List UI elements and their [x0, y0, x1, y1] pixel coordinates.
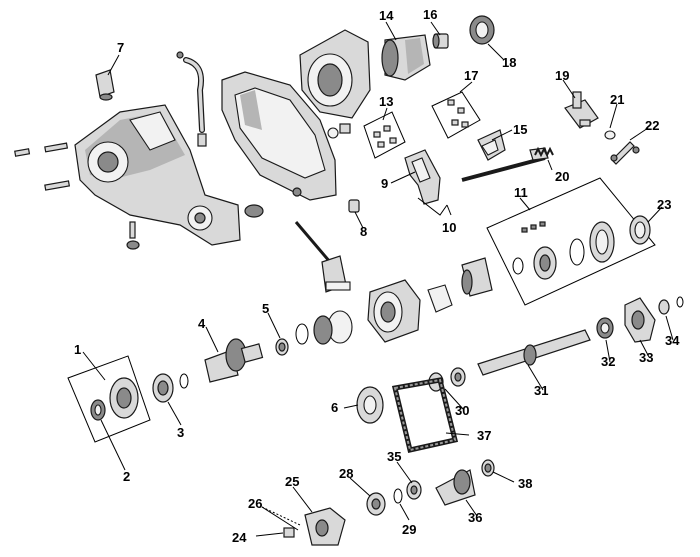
- callout-37: 37: [477, 428, 491, 443]
- part-17-detent-parts: [431, 91, 481, 139]
- part-15-shift-fork: [461, 129, 549, 182]
- front-output-shaft: [435, 469, 476, 506]
- callout-10: 10: [442, 220, 456, 235]
- part-28-bearing: [366, 492, 386, 516]
- part-20-spring: [534, 146, 554, 158]
- callout-11: 11: [514, 185, 528, 200]
- part-24-nut: [283, 527, 295, 538]
- callout-22: 22: [645, 118, 659, 133]
- callout-24: 24: [232, 530, 247, 545]
- callout-28: 28: [339, 466, 353, 481]
- part-23-gear: [629, 215, 651, 245]
- callout-8: 8: [360, 224, 367, 239]
- part-26-washer: [261, 506, 301, 526]
- part-34-washer: [658, 296, 684, 315]
- part-18-seal: [469, 15, 495, 45]
- callout-19: 19: [555, 68, 569, 83]
- oil-pump-assembly: [295, 279, 453, 345]
- callout-31: 31: [534, 383, 548, 398]
- callout-25: 25: [285, 474, 299, 489]
- extension-housing: [299, 29, 371, 119]
- callout-4: 4: [198, 316, 206, 331]
- part-25-yoke: [304, 507, 346, 546]
- callout-23: 23: [657, 197, 671, 212]
- part-9-shift-fork: [404, 149, 441, 205]
- callout-29: 29: [402, 522, 416, 537]
- part-35-bearing: [406, 480, 422, 500]
- shift-sector: [294, 221, 351, 293]
- callout-32: 32: [601, 354, 615, 369]
- case-studs: [14, 142, 140, 250]
- part-30-bearings: [428, 367, 466, 392]
- vent-hose: [176, 51, 207, 147]
- part-3-bearing: [152, 373, 189, 403]
- leader-lines: [82, 21, 674, 537]
- part-14-rear-cover: [381, 34, 431, 81]
- part-8-plug: [348, 199, 360, 213]
- part-31-mainshaft: [477, 329, 591, 376]
- part-33-retainer: [624, 297, 656, 343]
- callout-5: 5: [262, 301, 269, 316]
- part-5-bearing: [275, 338, 289, 356]
- callout-1: 1: [74, 342, 81, 357]
- part-4-input-shaft: [204, 338, 264, 383]
- callout-7: 7: [117, 40, 124, 55]
- callout-6: 6: [331, 400, 338, 415]
- callout-16: 16: [423, 7, 437, 22]
- part-6-sprocket: [356, 386, 384, 424]
- part-37-drive-chain: [391, 377, 459, 453]
- callout-38: 38: [518, 476, 532, 491]
- callout-3: 3: [177, 425, 184, 440]
- part-16-bushing: [432, 33, 449, 49]
- part-29-snap-ring: [393, 488, 403, 504]
- part-21-22-link: [604, 130, 640, 165]
- callout-21: 21: [610, 92, 624, 107]
- callout-2: 2: [123, 469, 130, 484]
- callout-33: 33: [639, 350, 653, 365]
- callout-9: 9: [381, 176, 388, 191]
- seal-bushing: [327, 123, 351, 139]
- part-13-detent-parts: [363, 111, 406, 159]
- callout-17: 17: [464, 68, 478, 83]
- front-case-half: [74, 104, 241, 246]
- callout-14: 14: [379, 8, 394, 23]
- callout-36: 36: [468, 510, 482, 525]
- callout-34: 34: [665, 333, 680, 348]
- case-seal: [244, 204, 264, 218]
- callout-15: 15: [513, 122, 527, 137]
- input-hub: [461, 257, 493, 297]
- callout-26: 26: [248, 496, 262, 511]
- callout-35: 35: [387, 449, 401, 464]
- callout-13: 13: [379, 94, 393, 109]
- callout-20: 20: [555, 169, 569, 184]
- callout-18: 18: [502, 55, 516, 70]
- part-11-gear-cluster: [486, 177, 656, 306]
- part-32-seal: [596, 317, 614, 339]
- part-1-front-output: [67, 355, 151, 443]
- rear-case-half: [221, 71, 337, 201]
- callout-labels: 1 2 3 4 5 6 7 8 9 10 11 13 14 15 16 17 1…: [74, 7, 680, 545]
- part-38-bearing: [481, 459, 495, 477]
- part-19-lever: [564, 91, 599, 129]
- callout-30: 30: [455, 403, 469, 418]
- part-7-fitting: [95, 69, 115, 101]
